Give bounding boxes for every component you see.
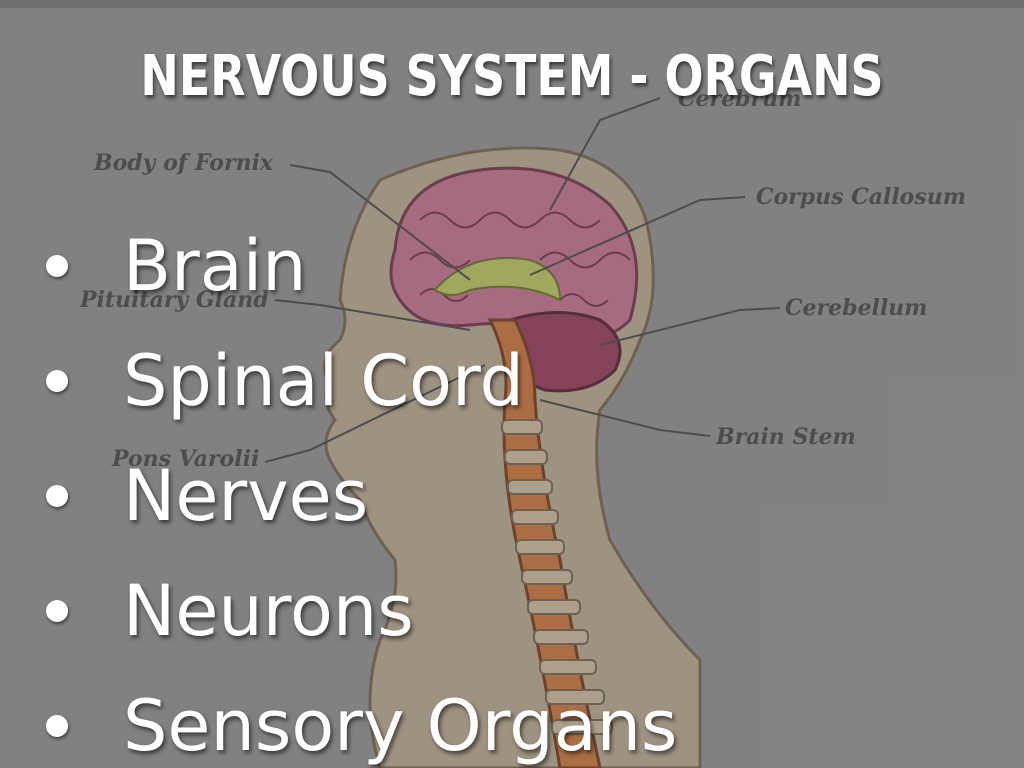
bullet-dot-icon — [46, 484, 68, 507]
bullet-list: Brain Spinal Cord Nerves Neurons Sensory… — [40, 208, 677, 768]
corpus-callosum — [433, 257, 562, 302]
bullet-dot-icon — [46, 254, 68, 277]
slide-title: NERVOUS SYSTEM - ORGANS — [140, 44, 884, 109]
label-body-of-fornix: Body of Fornix — [94, 150, 274, 176]
bullet-dot-icon — [46, 369, 68, 392]
label-cerebrum: Cerebrum — [678, 86, 802, 112]
bullet-text: Nerves — [123, 454, 369, 537]
bullet-item-neurons: Neurons — [40, 553, 677, 668]
bullet-item-brain: Brain — [40, 208, 677, 323]
bullet-item-spinal-cord: Spinal Cord — [40, 323, 677, 438]
label-corpus-callosum: Corpus Callosum — [756, 184, 967, 210]
bullet-text: Sensory Organs — [123, 684, 678, 767]
label-cerebellum: Cerebellum — [785, 295, 928, 321]
bullet-text: Spinal Cord — [123, 339, 524, 422]
bullet-text: Neurons — [123, 569, 414, 652]
bullet-item-sensory-organs: Sensory Organs — [40, 668, 677, 768]
vertebrae — [501, 419, 613, 735]
bullet-dot-icon — [46, 599, 68, 622]
bullet-text: Brain — [123, 224, 307, 307]
bullet-item-nerves: Nerves — [40, 438, 677, 553]
label-brain-stem: Brain Stem — [716, 424, 856, 450]
top-border — [0, 0, 1024, 8]
bullet-dot-icon — [46, 714, 68, 737]
label-pons-varolii: Pons Varolii — [112, 446, 260, 472]
label-pituitary-gland: Pituitary Gland — [80, 287, 269, 313]
leader-lines — [264, 97, 781, 463]
brain-folds — [409, 211, 631, 307]
